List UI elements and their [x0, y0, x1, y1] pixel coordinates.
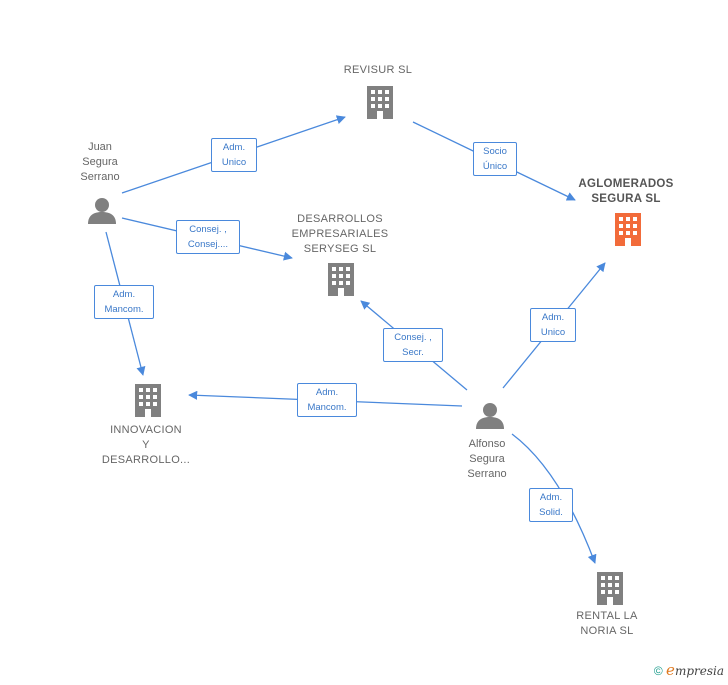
edge-label-juan-desarrollos: Consej. , Consej.... [176, 220, 240, 254]
person-icon [88, 198, 116, 224]
edge-label-alfonso-desarrollos: Consej. , Secr. [383, 328, 443, 362]
copyright-icon: © [653, 664, 663, 678]
edge-label-alfonso-rental: Adm. Solid. [529, 488, 573, 522]
brand-initial: e [666, 661, 675, 679]
empresia-logo[interactable]: © empresia [654, 661, 724, 679]
edge-label-revisur-aglomerados: Socio Único [473, 142, 517, 176]
building-icon [367, 86, 393, 119]
node-label-desarrollos[interactable]: DESARROLLOS EMPRESARIALES SERYSEG SL [291, 213, 389, 255]
node-label-revisur[interactable]: REVISUR SL [343, 64, 413, 76]
building-icon [135, 384, 161, 417]
edge-label-juan-revisur: Adm. Unico [211, 138, 257, 172]
node-label-innovacion[interactable]: INNOVACION Y DESARROLLO... [101, 424, 191, 466]
node-label-rental[interactable]: RENTAL LA NORIA SL [576, 610, 638, 637]
building-icon [597, 572, 623, 605]
person-icon [476, 403, 504, 429]
edge-label-juan-innovacion: Adm. Mancom. [94, 285, 154, 319]
brand-name: mpresia [674, 664, 724, 678]
edge-label-alfonso-aglomerados: Adm. Unico [530, 308, 576, 342]
edge-label-alfonso-innovacion: Adm. Mancom. [297, 383, 357, 417]
building-icon [615, 213, 641, 246]
edge-alfonso-rental [511, 433, 597, 564]
building-icon [328, 263, 354, 296]
node-label-aglomerados[interactable]: AGLOMERADOS SEGURA SL [578, 178, 674, 205]
node-label-alfonso[interactable]: Alfonso Segura Serrano [467, 438, 507, 480]
node-label-juan[interactable]: Juan Segura Serrano [80, 141, 120, 183]
